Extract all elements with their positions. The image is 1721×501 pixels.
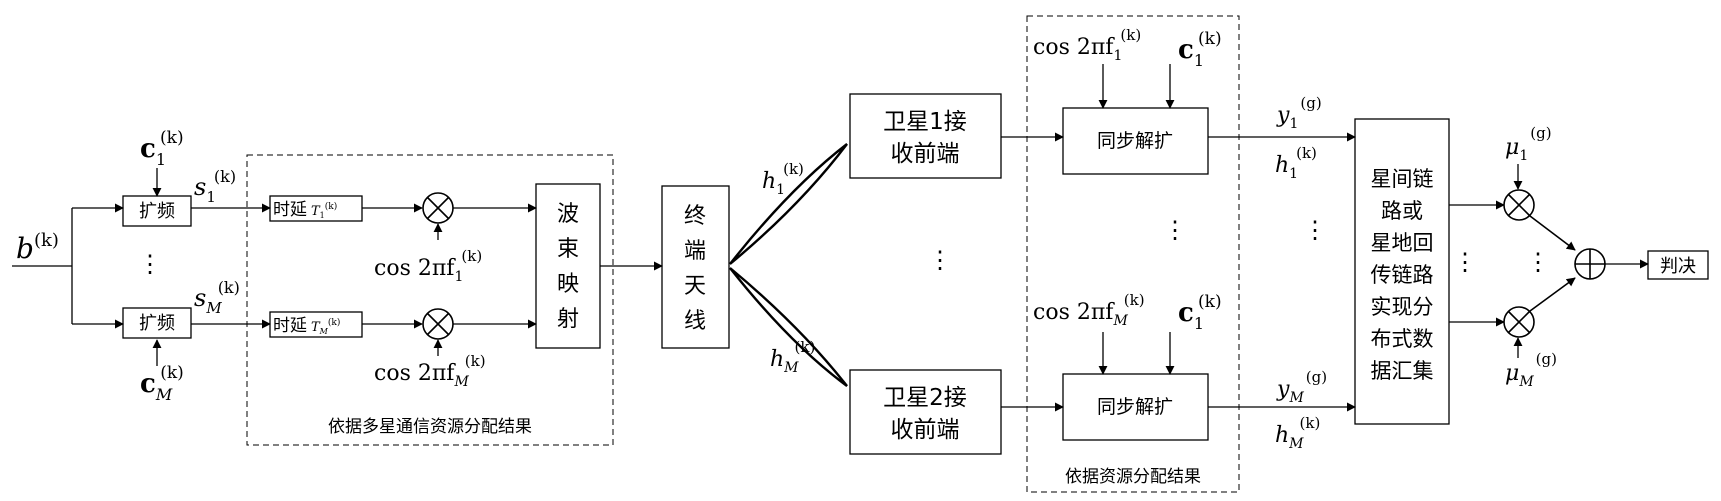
input-symbol: b(k) — [16, 230, 59, 265]
aggregation-line-1: 星间链 — [1371, 167, 1434, 191]
channel-out-top: h1(k) — [1275, 144, 1317, 182]
beam-mapping-char-4: 射 — [557, 307, 579, 332]
aggregation-line-7: 据汇集 — [1371, 359, 1434, 383]
weight-mixer-bottom-icon — [1503, 306, 1535, 338]
decision-block — [1647, 250, 1709, 280]
ellipsis-outputs: ⋮ — [1303, 216, 1327, 244]
transmit-group-caption: 依据多星通信资源分配结果 — [328, 417, 532, 437]
despread-block-bottom-label: 同步解扩 — [1097, 396, 1173, 418]
decision-label: 判决 — [1660, 256, 1696, 277]
aggregation-line-4: 传链路 — [1371, 263, 1434, 287]
summation-icon — [1574, 248, 1606, 280]
output-top: y1(g) — [1276, 94, 1322, 132]
ellipsis-left: ⋮ — [138, 250, 162, 278]
signal-bottom: sM(k) — [194, 278, 240, 317]
terminal-antenna-char-1: 终 — [684, 204, 706, 229]
sat2-frontend-line2: 收前端 — [891, 417, 960, 443]
aggregation-block — [1354, 118, 1450, 425]
sat1-frontend-line1: 卫星1接 — [883, 109, 967, 135]
aggregation-line-3: 星地回 — [1371, 231, 1434, 255]
sat1-frontend-line2: 收前端 — [891, 141, 960, 167]
ellipsis-weights-left: ⋮ — [1453, 248, 1477, 276]
terminal-antenna-char-3: 天 — [684, 274, 706, 299]
sat2-frontend-line1: 卫星2接 — [883, 385, 967, 411]
channel-top: h1(k) — [762, 160, 804, 198]
weight-bottom: μM(g) — [1505, 350, 1557, 390]
mixer-bottom-icon — [422, 308, 454, 340]
spread-block-bottom-label: 扩频 — [139, 313, 175, 334]
terminal-antenna-char-4: 线 — [684, 309, 706, 334]
receive-group — [1026, 15, 1240, 493]
terminal-antenna-char-2: 端 — [684, 239, 706, 264]
spread-block-top-label: 扩频 — [139, 201, 175, 222]
ellipsis-sat: ⋮ — [928, 246, 952, 274]
transmit-group — [246, 154, 614, 446]
despread-code-top: c1(k) — [1178, 29, 1222, 70]
weight-top: μ1(g) — [1505, 124, 1552, 164]
weight-bottom-to-sum — [1529, 277, 1576, 312]
ellipsis-despread: ⋮ — [1163, 216, 1187, 244]
beam-mapping-char-1: 波 — [557, 202, 579, 227]
weight-top-to-sum — [1529, 215, 1576, 251]
sat1-frontend-block — [849, 93, 1002, 179]
signal-top: s1(k) — [194, 167, 236, 206]
aggregation-line-5: 实现分 — [1371, 295, 1434, 319]
weight-mixer-top-icon — [1503, 189, 1535, 221]
despread-carrier-top: cos 2πf1(k) — [1033, 26, 1141, 64]
sat2-frontend-block — [849, 369, 1002, 455]
channel-out-bottom: hM(k) — [1275, 414, 1320, 452]
terminal-antenna-block — [661, 185, 730, 349]
despread-code-bottom: c1(k) — [1178, 292, 1222, 333]
despread-block-top-label: 同步解扩 — [1097, 130, 1173, 152]
despread-block-top — [1062, 107, 1209, 175]
spread-code-bottom: cM(k) — [140, 363, 184, 404]
beam-lobe-bottom — [729, 267, 848, 387]
spread-block-top — [122, 195, 192, 227]
ellipsis-weights-right: ⋮ — [1526, 248, 1550, 276]
aggregation-line-6: 布式数 — [1371, 327, 1434, 351]
spread-block-bottom — [122, 307, 192, 339]
receive-group-caption: 依据资源分配结果 — [1065, 467, 1201, 487]
output-bottom: yM(g) — [1276, 368, 1327, 406]
aggregation-line-2: 路或 — [1381, 199, 1423, 223]
spread-code-top: c1(k) — [140, 128, 184, 169]
beam-mapping-char-2: 束 — [557, 237, 579, 262]
channel-bottom: hM(k) — [770, 338, 815, 376]
carrier-bottom: cos 2πfM(k) — [374, 352, 486, 390]
beam-mapping-char-3: 映 — [557, 272, 579, 297]
beam-lobe-top — [729, 143, 848, 265]
mixer-top-icon — [422, 192, 454, 224]
despread-carrier-bottom: cos 2πfM(k) — [1033, 291, 1145, 329]
carrier-top: cos 2πf1(k) — [374, 247, 482, 285]
